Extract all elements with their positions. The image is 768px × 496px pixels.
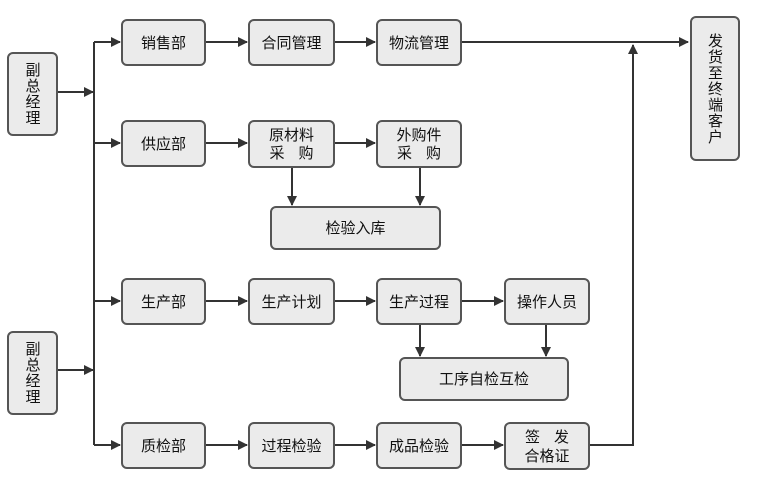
process-inspection-label: 过程检验 bbox=[261, 436, 322, 455]
ship-to-customer-label: 发货至终端客户 bbox=[706, 32, 724, 145]
process-inspection-box: 过程检验 bbox=[248, 422, 335, 469]
operators-box: 操作人员 bbox=[504, 278, 590, 325]
logistics-management-label: 物流管理 bbox=[388, 33, 449, 52]
product-inspection-box: 成品检验 bbox=[376, 422, 462, 469]
raw-material-purchase-box: 原材料 采购 bbox=[248, 120, 335, 168]
vice-president-top-label: 副总经理 bbox=[23, 62, 42, 126]
ship-to-customer-box: 发货至终端客户 bbox=[690, 16, 740, 161]
production-plan-label: 生产计划 bbox=[261, 292, 322, 311]
process-self-check-box: 工序自检互检 bbox=[399, 357, 569, 401]
raw-material-line1: 原材料 bbox=[268, 125, 314, 144]
sales-dept-label: 销售部 bbox=[140, 33, 186, 52]
outsourced-parts-line1: 外购件 bbox=[396, 125, 442, 144]
outsourced-parts-purchase-box: 外购件 采购 bbox=[376, 120, 462, 168]
qc-dept-box: 质检部 bbox=[121, 422, 206, 469]
supply-dept-box: 供应部 bbox=[121, 120, 206, 167]
outsourced-parts-line2: 采购 bbox=[396, 143, 455, 162]
sales-dept-box: 销售部 bbox=[121, 19, 206, 66]
production-dept-box: 生产部 bbox=[121, 278, 206, 325]
raw-material-line2: 采购 bbox=[269, 143, 328, 162]
vice-president-bottom-label: 副总经理 bbox=[23, 341, 42, 405]
vice-president-bottom-box: 副总经理 bbox=[7, 331, 58, 415]
operators-label: 操作人员 bbox=[516, 292, 577, 311]
production-process-box: 生产过程 bbox=[376, 278, 462, 325]
contract-management-label: 合同管理 bbox=[261, 33, 322, 52]
process-self-check-label: 工序自检互检 bbox=[438, 370, 529, 388]
production-process-label: 生产过程 bbox=[388, 292, 449, 311]
product-inspection-label: 成品检验 bbox=[388, 436, 449, 455]
issue-certificate-box: 签发 合格证 bbox=[504, 422, 590, 470]
production-dept-label: 生产部 bbox=[140, 292, 186, 311]
inspection-storage-label: 检验入库 bbox=[325, 219, 386, 237]
supply-dept-label: 供应部 bbox=[140, 134, 186, 153]
vice-president-top-box: 副总经理 bbox=[7, 52, 58, 136]
logistics-management-box: 物流管理 bbox=[376, 19, 462, 66]
inspection-storage-box: 检验入库 bbox=[270, 206, 441, 250]
qc-dept-label: 质检部 bbox=[140, 436, 186, 455]
issue-certificate-line1: 签发 bbox=[524, 427, 583, 446]
contract-management-box: 合同管理 bbox=[248, 19, 335, 66]
arrow-cert-to-ship bbox=[590, 44, 638, 446]
production-plan-box: 生产计划 bbox=[248, 278, 335, 325]
issue-certificate-line2: 合格证 bbox=[524, 446, 570, 465]
